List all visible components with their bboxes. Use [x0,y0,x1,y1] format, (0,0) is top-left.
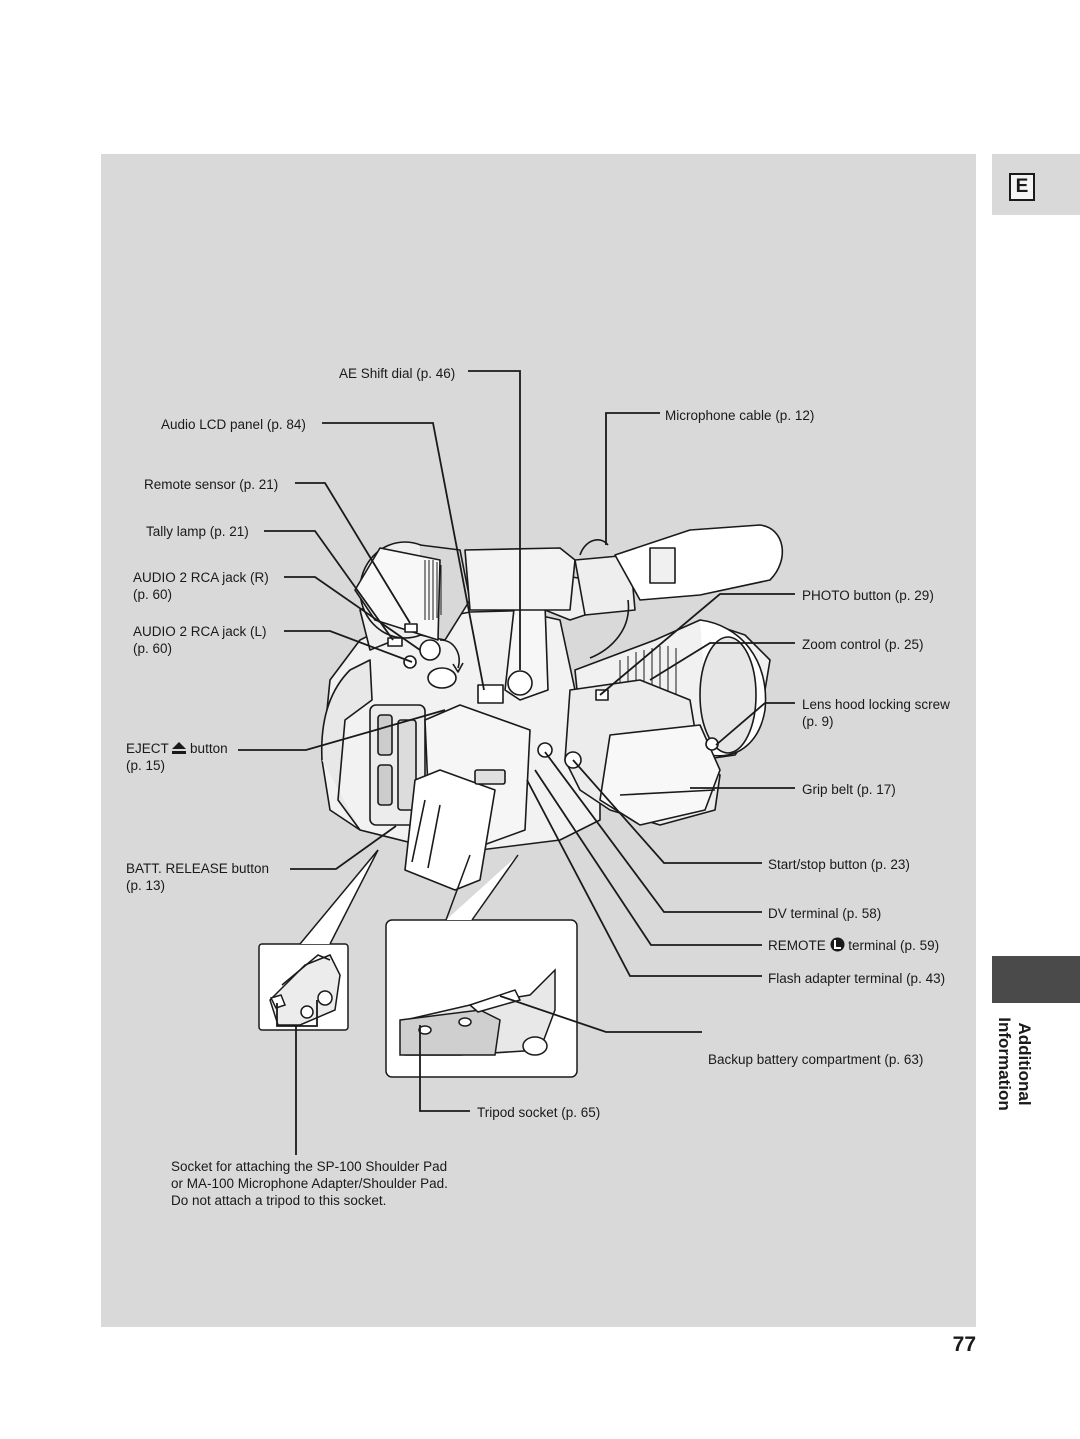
label-flash-adapter: Flash adapter terminal (p. 43) [768,971,946,986]
inset-shoulder-socket [258,849,379,1031]
label-remote-terminal: REMOTE terminal (p. 59) [768,937,939,954]
remote-terminal-icon [830,937,845,952]
section-tab [992,956,1080,1003]
label-tally-lamp: Tally lamp (p. 21) [146,524,249,539]
label-batt-release-line2: (p. 13) [126,878,166,893]
socket-note-line1: Socket for attaching the SP-100 Shoulder… [171,1159,448,1174]
label-tripod-socket: Tripod socket (p. 65) [477,1105,601,1120]
inset-tripod-socket [385,854,578,1078]
label-batt-release-line1: BATT. RELEASE button [126,861,270,876]
content-panel: AE Shift dial (p. 46) Audio LCD panel (p… [101,154,976,1327]
label-remote-suffix: terminal (p. 59) [848,938,940,953]
leader-lines [238,370,795,1155]
label-eject-suffix: button [190,741,228,756]
label-batt-release: BATT. RELEASE button (p. 13) [126,860,269,894]
language-tab [992,154,1080,215]
label-remote-prefix: REMOTE [768,938,826,953]
socket-note-line2: or MA-100 Microphone Adapter/Shoulder Pa… [171,1176,448,1191]
label-remote-sensor: Remote sensor (p. 21) [144,477,279,492]
label-audio2-r-line2: (p. 60) [133,587,173,602]
section-title-line2: Information [995,1017,1014,1111]
label-backup-battery: Backup battery compartment (p. 63) [708,1052,924,1067]
label-audio2-r: AUDIO 2 RCA jack (R) (p. 60) [133,569,269,603]
page-number: 77 [952,1333,976,1356]
label-audio2-l-line2: (p. 60) [133,641,173,656]
label-audio2-l: AUDIO 2 RCA jack (L) (p. 60) [133,623,267,657]
section-title-line1: Additional [1015,1022,1034,1106]
label-audio-lcd-panel: Audio LCD panel (p. 84) [161,417,306,432]
section-title: Additional Information [994,1012,1034,1116]
camcorder-illustration [320,524,784,891]
label-ae-shift-dial: AE Shift dial (p. 46) [339,366,456,381]
label-lens-hood-line2: (p. 9) [802,714,834,729]
language-tab-label: E [1009,173,1035,201]
label-eject-line2: (p. 15) [126,758,166,773]
label-eject-prefix: EJECT [126,741,169,756]
label-audio2-r-line1: AUDIO 2 RCA jack (R) [133,570,269,585]
label-zoom-control: Zoom control (p. 25) [802,637,924,652]
eject-icon [172,742,187,754]
label-dv-terminal: DV terminal (p. 58) [768,906,882,921]
label-start-stop: Start/stop button (p. 23) [768,857,910,872]
label-grip-belt: Grip belt (p. 17) [802,782,896,797]
label-audio2-l-line1: AUDIO 2 RCA jack (L) [133,624,267,639]
label-lens-hood: Lens hood locking screw (p. 9) [802,696,950,730]
label-microphone-cable: Microphone cable (p. 12) [665,408,815,423]
socket-note-line3: Do not attach a tripod to this socket. [171,1193,387,1208]
label-eject: EJECT button (p. 15) [126,740,228,774]
socket-note: Socket for attaching the SP-100 Shoulder… [171,1158,448,1209]
label-lens-hood-line1: Lens hood locking screw [802,697,950,712]
camcorder-diagram [238,370,795,1155]
label-photo-button: PHOTO button (p. 29) [802,588,934,603]
